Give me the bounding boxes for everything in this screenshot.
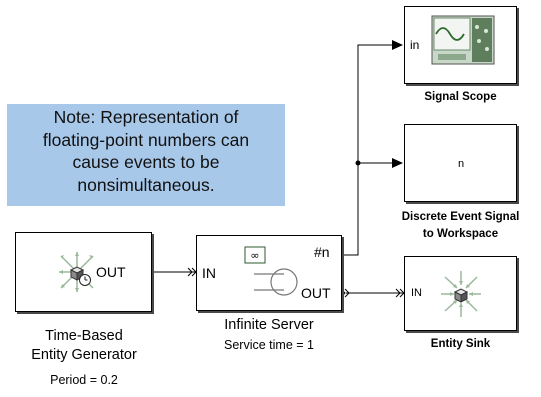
svg-text:∞: ∞	[250, 249, 259, 262]
scope-in-port: in	[410, 38, 420, 52]
infinite-server-icon: ∞	[244, 246, 298, 296]
signal-line-to-scope	[342, 44, 394, 256]
server-caption: Infinite Server	[224, 317, 314, 333]
note-line: Note: Representation of	[53, 107, 239, 127]
discrete-event-signal-to-workspace-block[interactable]: n	[404, 124, 517, 202]
server-n-port: #n	[314, 244, 330, 260]
signal-scope-icon	[431, 15, 495, 65]
entity-sink-icon	[441, 271, 481, 317]
generator-caption-line: Entity Generator	[31, 347, 137, 363]
sink-in-port: IN	[411, 287, 422, 299]
generator-out-port: OUT	[96, 264, 126, 280]
workspace-caption-line: Discrete Event Signal	[401, 211, 520, 223]
generator-param: Period = 0.2	[50, 373, 118, 387]
server-out-port: OUT	[301, 285, 331, 301]
note-line: cause events to be	[72, 152, 220, 172]
note-line: nonsimultaneous.	[77, 174, 215, 195]
workspace-variable-name: n	[458, 158, 465, 170]
arrowhead-workspace	[392, 158, 403, 168]
server-param: Service time = 1	[224, 338, 314, 352]
infinite-server-block[interactable]: ∞ IN #n OUT	[196, 235, 342, 311]
signal-scope-block[interactable]: in	[404, 6, 517, 84]
sink-caption: Entity Sink	[430, 338, 491, 350]
workspace-caption-line: to Workspace	[422, 228, 499, 240]
time-based-entity-generator-block[interactable]: OUT	[15, 232, 152, 312]
note-line: floating-point numbers can	[42, 129, 250, 150]
generator-caption: Time-Based Entity Generator	[8, 327, 160, 365]
scope-caption: Signal Scope	[424, 91, 497, 103]
entity-generator-icon	[59, 252, 94, 292]
server-in-port: IN	[202, 265, 216, 281]
workspace-caption: Discrete Event Signal to Workspace	[378, 209, 541, 243]
entity-sink-block[interactable]: IN	[404, 256, 517, 331]
generator-caption-line: Time-Based	[45, 328, 123, 344]
branch-point	[355, 160, 361, 166]
arrowhead-scope	[392, 40, 403, 50]
note-annotation[interactable]: Note: Representation of floating-point n…	[7, 104, 285, 206]
